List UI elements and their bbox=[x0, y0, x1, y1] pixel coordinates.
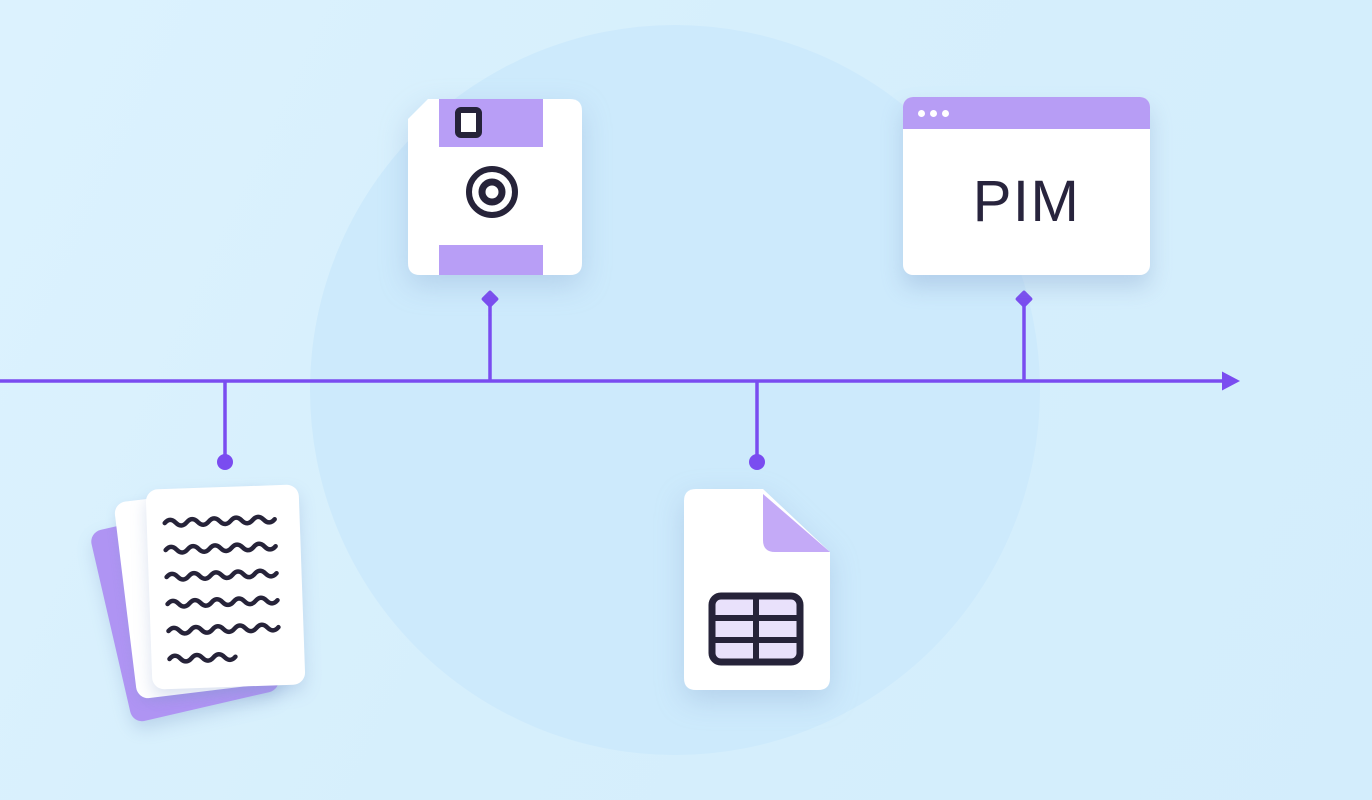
folded-corner bbox=[763, 494, 830, 552]
pim-label: PIM bbox=[972, 169, 1081, 234]
marker-diamond-pim bbox=[1015, 290, 1033, 308]
floppy-disc-outer-ring bbox=[466, 166, 518, 218]
table-icon bbox=[708, 592, 804, 666]
window-dot-icon bbox=[942, 109, 949, 117]
window-dot-icon bbox=[918, 109, 925, 117]
marker-dot-paper bbox=[217, 454, 233, 470]
window-title-bar bbox=[903, 97, 1150, 129]
floppy-bottom-band bbox=[439, 245, 543, 275]
browser-window-icon: PIM bbox=[903, 97, 1150, 275]
paper-stack-icon bbox=[88, 477, 318, 724]
floppy-top-band bbox=[439, 99, 543, 147]
floppy-disk-icon bbox=[408, 99, 582, 275]
floppy-shutter-window bbox=[455, 107, 482, 138]
floppy-disc-hub bbox=[478, 178, 506, 206]
spreadsheet-file-icon bbox=[684, 489, 830, 690]
window-content: PIM bbox=[903, 129, 1150, 275]
paper-page-top bbox=[145, 484, 306, 690]
handwriting-lines-icon bbox=[162, 514, 281, 664]
marker-diamond-floppy bbox=[481, 290, 499, 308]
timeline-arrowhead-icon bbox=[1222, 371, 1240, 391]
window-dot-icon bbox=[930, 109, 937, 117]
marker-dot-spreadsheet bbox=[749, 454, 765, 470]
